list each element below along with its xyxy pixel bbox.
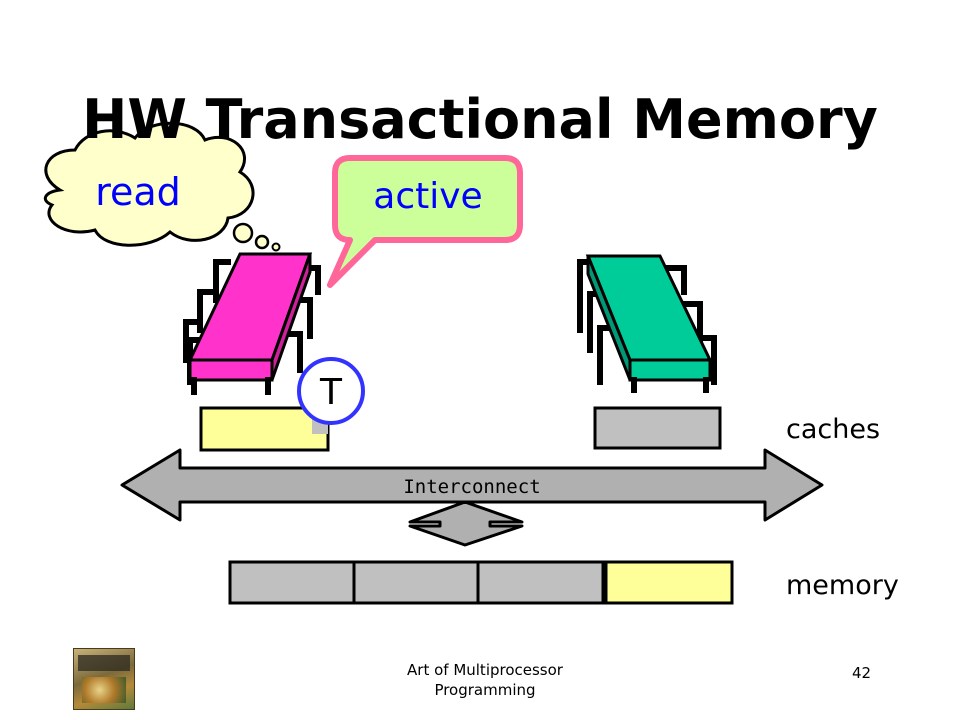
memory-cell-highlight <box>604 560 734 605</box>
book-title-band <box>78 655 130 671</box>
memory-cell <box>228 560 356 605</box>
book-art <box>82 677 126 703</box>
thought-bubble: read <box>43 121 281 252</box>
footer-text: Art of Multiprocessor Programming <box>370 660 600 700</box>
book-cover-icon <box>73 648 135 710</box>
memory-label: memory <box>786 570 899 601</box>
thought-text: read <box>95 170 181 214</box>
left-processor-icon <box>183 252 321 395</box>
footer-line-2: Programming <box>434 681 536 699</box>
left-cache <box>199 406 330 452</box>
interconnect-label: Interconnect <box>403 476 540 498</box>
right-processor-icon <box>577 254 717 393</box>
memory-cell <box>476 560 605 605</box>
speech-bubble: active <box>327 155 523 288</box>
speech-text: active <box>373 176 482 217</box>
page-number: 42 <box>852 664 872 682</box>
slide-title: HW Transactional Memory <box>82 88 878 151</box>
footer-line-1: Art of Multiprocessor <box>407 661 563 679</box>
t-marker-text: T <box>319 372 343 413</box>
interconnect-bus: Interconnect <box>120 448 824 522</box>
memory-array <box>228 560 734 605</box>
bus-memory-link-arrow <box>408 500 524 547</box>
transaction-marker: T <box>297 357 365 425</box>
memory-cell <box>352 560 480 605</box>
right-cache <box>593 406 722 450</box>
caches-label: caches <box>786 414 881 445</box>
